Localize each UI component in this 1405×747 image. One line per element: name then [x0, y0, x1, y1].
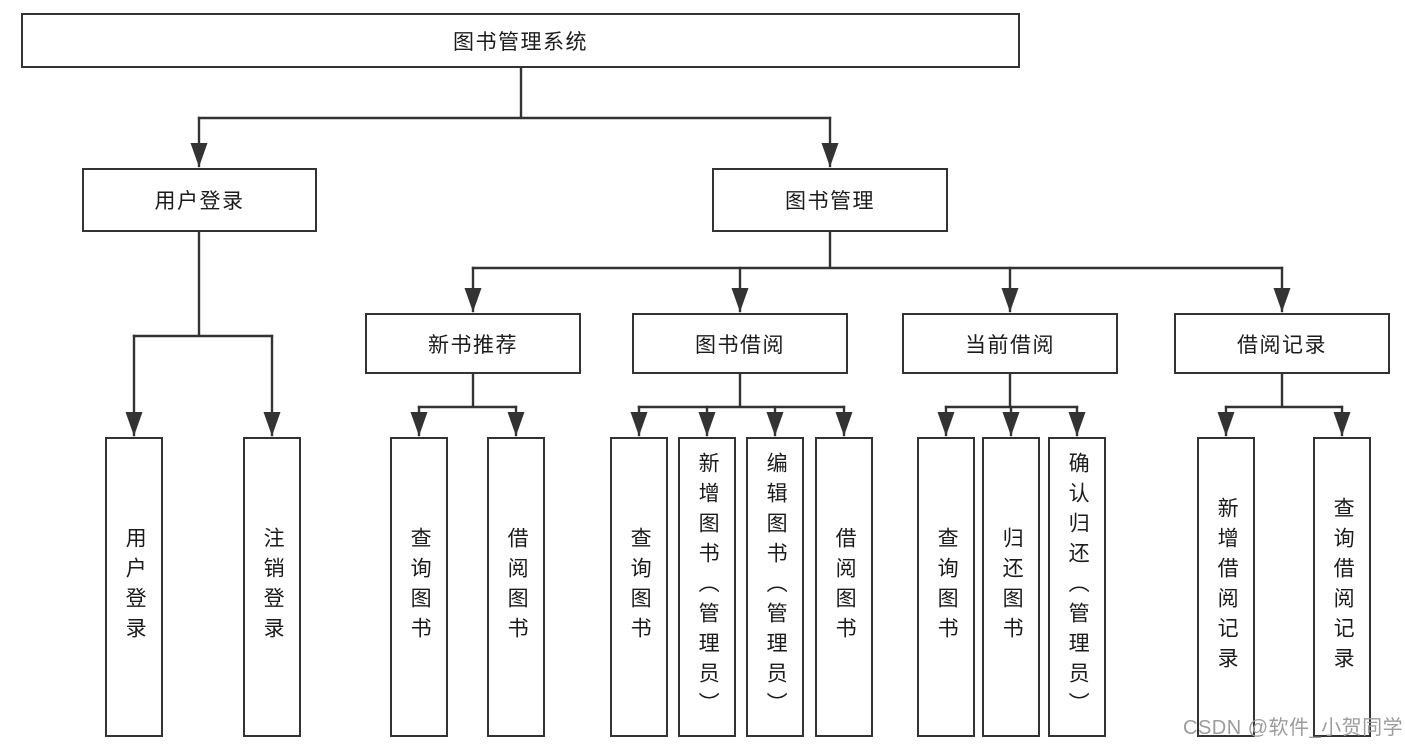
- node-user-login: 用户登录: [82, 168, 317, 232]
- node-label: 图书借阅: [695, 333, 785, 357]
- connector-arrows: [125, 116, 1351, 437]
- node-book-borrowing: 图书借阅: [632, 313, 848, 374]
- leaf-query-borrow-record: 查询借阅记录: [1313, 437, 1371, 737]
- node-label: 用户登录: [123, 527, 147, 647]
- leaf-query-books-borrowing: 查询图书: [610, 437, 668, 737]
- leaf-add-book-admin: 新增图书（管理员）: [678, 437, 736, 737]
- leaf-add-borrow-record: 新增借阅记录: [1197, 437, 1255, 737]
- node-label: 查询图书: [935, 527, 959, 647]
- leaf-edit-book-admin: 编辑图书（管理员）: [746, 437, 804, 737]
- node-label: 图书管理: [785, 190, 875, 213]
- leaf-user-login: 用户登录: [105, 437, 163, 737]
- node-label: 归还图书: [1000, 527, 1024, 647]
- leaf-query-books-current: 查询图书: [917, 437, 975, 737]
- node-library-management-system: 图书管理系统: [21, 13, 1020, 68]
- node-label: 编辑图书（管理员）: [764, 452, 788, 722]
- node-book-management: 图书管理: [712, 168, 948, 232]
- leaf-query-books-recommend: 查询图书: [390, 437, 448, 737]
- leaf-confirm-return-admin: 确认归还（管理员）: [1048, 437, 1106, 737]
- node-label: 查询借阅记录: [1331, 497, 1355, 677]
- node-label: 新书推荐: [428, 333, 518, 357]
- leaf-logout: 注销登录: [243, 437, 301, 737]
- node-label: 注销登录: [261, 527, 285, 647]
- node-label: 查询图书: [628, 527, 652, 647]
- watermark-text: CSDN @软件_小贺同学: [1183, 717, 1404, 739]
- node-label: 借阅图书: [505, 527, 529, 647]
- node-label: 新增借阅记录: [1215, 497, 1239, 677]
- node-label: 借阅图书: [833, 527, 857, 647]
- node-label: 查询图书: [408, 527, 432, 647]
- node-label: 当前借阅: [965, 333, 1055, 357]
- node-borrowing-records: 借阅记录: [1174, 313, 1390, 374]
- node-current-borrowing: 当前借阅: [902, 313, 1118, 374]
- node-label: 用户登录: [154, 190, 245, 213]
- node-label: 图书管理系统: [453, 30, 588, 54]
- leaf-borrow-books-borrowing: 借阅图书: [815, 437, 873, 737]
- node-label: 确认归还（管理员）: [1066, 452, 1090, 722]
- leaf-return-books: 归还图书: [982, 437, 1040, 737]
- connector-trunks: [132, 66, 1344, 409]
- leaf-borrow-books-recommend: 借阅图书: [487, 437, 545, 737]
- node-label: 新增图书（管理员）: [696, 452, 720, 722]
- node-label: 借阅记录: [1237, 333, 1327, 357]
- node-new-book-recommendation: 新书推荐: [365, 313, 581, 374]
